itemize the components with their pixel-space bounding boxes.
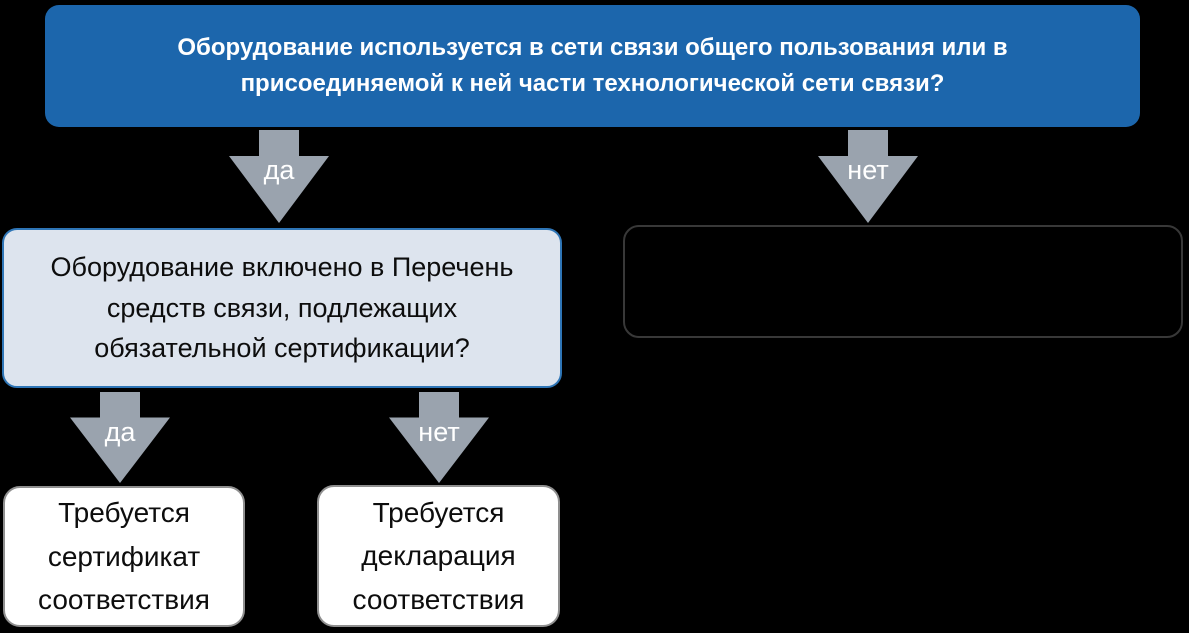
- q2-no-arrow-label: нет: [418, 417, 460, 447]
- q1-no-arrow-label: нет: [847, 155, 889, 185]
- empty-result-box: [623, 225, 1183, 338]
- q1-yes-down-arrow-icon: да: [229, 130, 329, 223]
- q2-yes-down-arrow-icon: да: [70, 392, 170, 483]
- q2-no-down-arrow-icon: нет: [389, 392, 489, 483]
- q1-yes-arrow-label: да: [263, 155, 295, 185]
- question-1-box: Оборудование используется в сети связи о…: [45, 5, 1140, 127]
- q2-yes-arrow-label: да: [104, 417, 136, 447]
- result-declaration-box: Требуется декларация соответствия: [317, 485, 560, 627]
- result-certificate-text: Требуется сертификат соответствия: [38, 497, 210, 616]
- question-1-text: Оборудование используется в сети связи о…: [177, 34, 1008, 97]
- result-certificate-box: Требуется сертификат соответствия: [3, 486, 245, 627]
- q1-no-down-arrow-icon: нет: [818, 130, 918, 223]
- result-declaration-text: Требуется декларация соответствия: [352, 496, 525, 615]
- question-2-text: Оборудование включено в Перечень средств…: [50, 252, 514, 364]
- question-2-box: Оборудование включено в Перечень средств…: [2, 228, 562, 388]
